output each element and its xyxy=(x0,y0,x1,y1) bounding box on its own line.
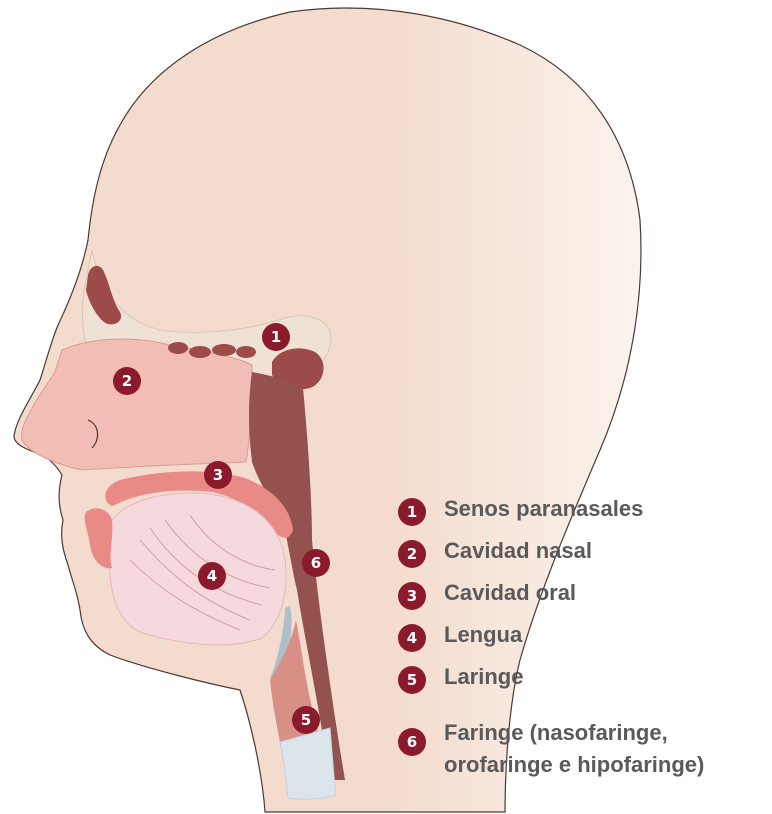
legend-badge-6: 6 xyxy=(398,728,426,756)
legend-label-4: Lengua xyxy=(444,620,522,650)
ethmoid-cell-3 xyxy=(212,344,236,356)
ethmoid-cell-2 xyxy=(189,346,211,358)
legend-badge-2: 2 xyxy=(398,540,426,568)
legend-label-6-line2: orofaringe e hipofaringe) xyxy=(444,750,704,780)
svg-text:6: 6 xyxy=(311,554,321,572)
marker-6: 6 xyxy=(302,549,330,577)
svg-text:2: 2 xyxy=(122,372,132,390)
legend-badge-3: 3 xyxy=(398,582,426,610)
ethmoid-cell-4 xyxy=(236,346,256,358)
tongue-shape xyxy=(109,493,286,645)
ethmoid-cell-1 xyxy=(168,342,188,354)
legend-label-5: Laringe xyxy=(444,662,523,692)
marker-5: 5 xyxy=(292,706,320,734)
legend-label-3: Cavidad oral xyxy=(444,578,576,608)
marker-3: 3 xyxy=(204,461,232,489)
marker-1: 1 xyxy=(262,323,290,351)
legend-label-1: Senos paranasales xyxy=(444,494,643,524)
svg-text:1: 1 xyxy=(271,328,281,346)
svg-text:4: 4 xyxy=(207,567,217,585)
legend-badge-4: 4 xyxy=(398,624,426,652)
marker-2: 2 xyxy=(113,367,141,395)
legend-label-6: Faringe (nasofaringe, xyxy=(444,718,668,748)
legend-badge-1: 1 xyxy=(398,498,426,526)
svg-text:3: 3 xyxy=(213,466,223,484)
svg-text:5: 5 xyxy=(301,711,311,729)
legend-badge-5: 5 xyxy=(398,666,426,694)
marker-4: 4 xyxy=(198,562,226,590)
legend-label-2: Cavidad nasal xyxy=(444,536,592,566)
